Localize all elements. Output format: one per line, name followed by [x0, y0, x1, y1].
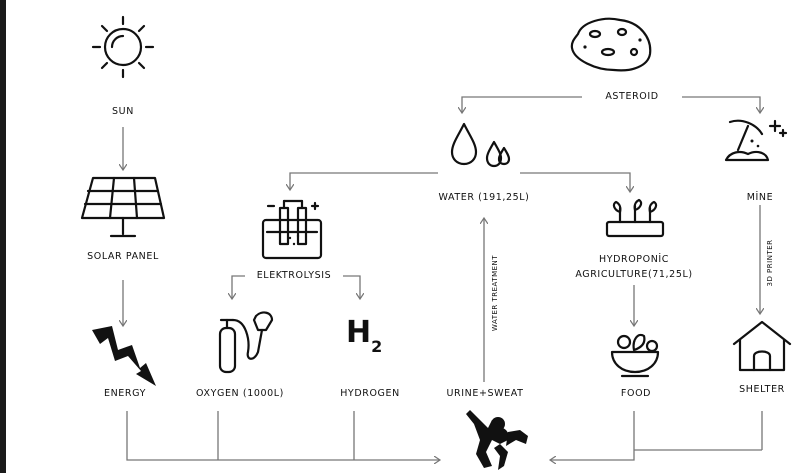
water-drops-icon	[450, 122, 511, 168]
h2-icon: H2	[346, 315, 382, 355]
water-label: WATER (191,25L)	[438, 192, 530, 203]
line-food-to-human	[550, 411, 635, 460]
3d-printer-label: 3D PRINTER	[766, 235, 774, 291]
arrow-asteroid-to-water	[462, 96, 582, 113]
urine-sweat-label: URINE+SWEAT	[446, 388, 524, 399]
arrow-elektrolysis-to-hydrogen	[336, 275, 360, 299]
pickaxe-icon	[724, 119, 788, 162]
arrow-water-to-elektrolysis	[290, 172, 438, 190]
hydroponic-label-line2: AGRICULTURE(71,25L)	[569, 268, 699, 281]
connectors	[123, 96, 762, 460]
asteroid-icon	[570, 17, 652, 72]
h2-letter: H	[346, 315, 372, 350]
energy-label: ENERGY	[103, 388, 146, 399]
sun-label: SUN	[112, 106, 134, 117]
house-icon	[732, 320, 792, 372]
seedlings-tray-icon	[605, 198, 665, 238]
oxygen-tank-icon	[218, 311, 274, 374]
hydroponic-label-line1: HYDROPONİC	[598, 254, 670, 265]
arrow-water-to-hydroponic	[520, 172, 630, 192]
arrow-asteroid-to-mine	[682, 96, 760, 113]
elektrolysis-label: ELEKTROLYSIS	[245, 269, 343, 282]
electrolysis-cell-icon	[261, 199, 323, 260]
left-border	[0, 0, 6, 473]
salad-bowl-icon	[610, 333, 660, 378]
food-label: FOOD	[620, 388, 652, 399]
human-figure-icon	[466, 410, 528, 470]
lightning-bolt-icon	[92, 326, 156, 386]
solar-panel-icon	[80, 176, 166, 238]
line-energy-to-human	[126, 411, 440, 460]
solar-panel-label: SOLAR PANEL	[87, 251, 159, 262]
oxygen-label: OXYGEN (1000L)	[196, 388, 284, 399]
hydrogen-label: HYDROGEN	[340, 388, 400, 399]
sun-icon	[91, 15, 155, 79]
asteroid-label: ASTEROID	[582, 90, 682, 103]
mine-label: MİNE	[746, 192, 774, 203]
shelter-label: SHELTER	[739, 384, 785, 395]
h2-subscript: 2	[371, 337, 383, 356]
water-treatment-label: WATER TREATMENT	[491, 253, 499, 333]
